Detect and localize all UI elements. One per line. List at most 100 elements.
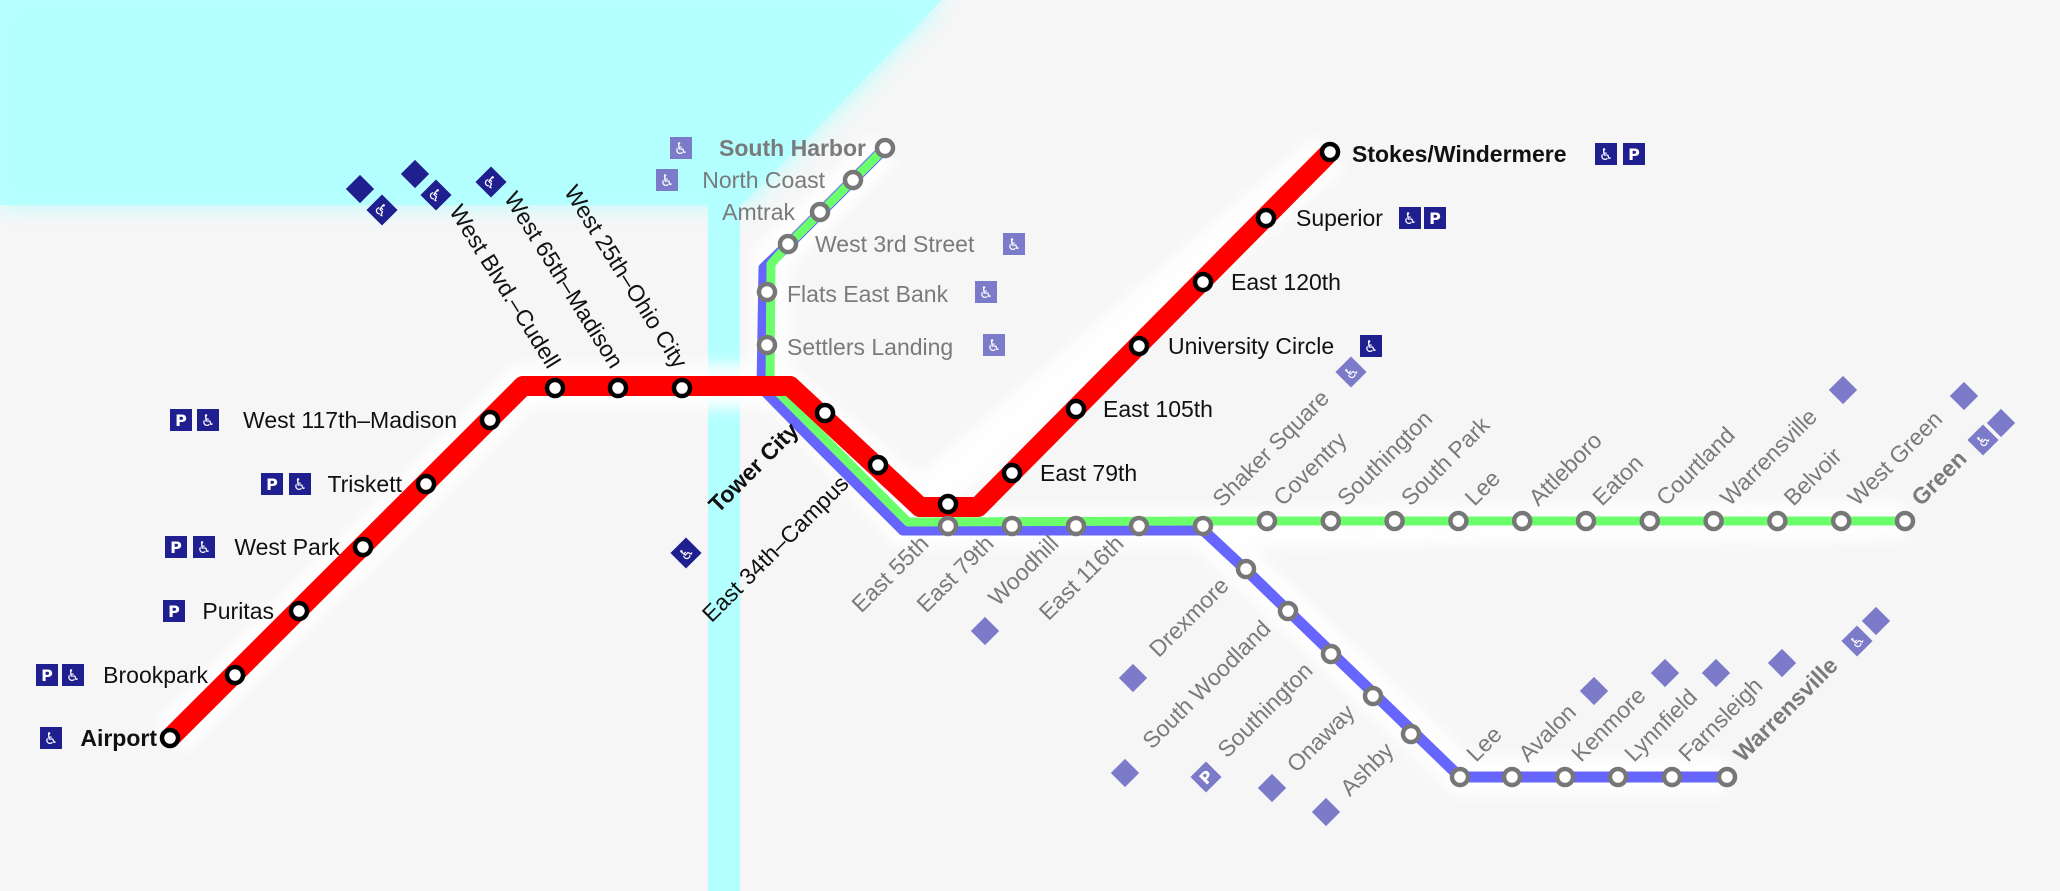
station-marker-farnsleigh[interactable] <box>1661 766 1683 788</box>
station-marker-flats-east-bank[interactable] <box>756 281 778 303</box>
station-label-university-circle: University Circle <box>1168 333 1334 359</box>
station-marker-west-3rd-street[interactable] <box>777 233 799 255</box>
station-marker-warrensville[interactable] <box>1703 510 1724 532</box>
station-marker-courtland[interactable] <box>1639 510 1661 532</box>
station-marker-avalon[interactable] <box>1501 766 1523 788</box>
station-marker-west-117th-madison[interactable] <box>479 409 501 431</box>
station-marker-south-woodland[interactable] <box>1277 600 1299 622</box>
svg-text:♿: ♿ <box>1007 235 1021 254</box>
station-marker-south-park[interactable] <box>1384 510 1405 532</box>
station-marker-triskett[interactable] <box>415 473 437 495</box>
svg-text:P: P <box>168 602 180 621</box>
parking-icon: P <box>170 409 192 431</box>
svg-text:♿: ♿ <box>293 475 307 494</box>
svg-text:P: P <box>175 411 187 430</box>
station-marker-amtrak[interactable] <box>809 201 831 223</box>
svg-text:♿: ♿ <box>660 171 674 190</box>
diamond-icon <box>1767 648 1797 678</box>
station-marker-warrensville[interactable] <box>1716 766 1738 788</box>
station-label-east-120th: East 120th <box>1231 269 1341 295</box>
station-marker-west-park[interactable] <box>352 536 374 558</box>
station-marker-east-55th[interactable] <box>937 515 959 537</box>
station-marker-east-55th[interactable] <box>937 493 959 515</box>
station-marker-eaton[interactable] <box>1575 510 1597 532</box>
station-marker-east-34th-campus[interactable] <box>867 454 889 476</box>
station-marker-south-harbor[interactable] <box>874 137 896 159</box>
svg-text:♿: ♿ <box>979 283 993 302</box>
station-marker-attleboro[interactable] <box>1511 510 1533 532</box>
svg-text:♿: ♿ <box>1364 337 1378 356</box>
station-marker-drexmore[interactable] <box>1235 558 1257 580</box>
svg-text:P: P <box>1429 209 1441 228</box>
lake-shore <box>0 0 942 205</box>
station-marker-east-105th[interactable] <box>1065 398 1087 420</box>
station-marker-belvoir[interactable] <box>1767 510 1788 532</box>
parking-icon: P <box>163 600 185 622</box>
station-label-stokes-windermere: Stokes/Windermere <box>1352 141 1567 167</box>
station-marker-lee[interactable] <box>1448 510 1469 532</box>
station-marker-ashby[interactable] <box>1400 723 1422 745</box>
diamond-icon <box>1257 773 1287 803</box>
wheelchair-icon: ♿ <box>197 409 219 431</box>
svg-text:♿: ♿ <box>987 336 1001 355</box>
wheelchair-icon: ♿ <box>40 727 62 749</box>
svg-text:♿: ♿ <box>197 538 211 557</box>
station-marker-lynnfield[interactable] <box>1607 766 1629 788</box>
station-marker-southington[interactable] <box>1320 643 1342 665</box>
station-label-flats-east-bank: Flats East Bank <box>787 281 949 307</box>
svg-text:P: P <box>1628 145 1640 164</box>
station-label-east-79th: East 79th <box>1040 460 1137 486</box>
station-marker-lee[interactable] <box>1449 766 1471 788</box>
station-marker-east-120th[interactable] <box>1192 271 1214 293</box>
diamond-icon <box>1579 676 1609 706</box>
wheelchair-icon: ♿ <box>62 664 84 686</box>
station-marker-airport[interactable] <box>159 727 181 749</box>
station-marker-tower-city[interactable] <box>814 402 836 424</box>
station-marker-north-coast[interactable] <box>842 169 864 191</box>
diamond-icon <box>1118 663 1148 693</box>
svg-text:♿: ♿ <box>1599 145 1613 164</box>
diamond-icon <box>970 616 1000 646</box>
svg-text:♿: ♿ <box>1403 209 1417 228</box>
station-marker-woodhill[interactable] <box>1065 515 1087 537</box>
station-marker-west-25th-ohio-city[interactable] <box>671 377 693 399</box>
svg-text:♿: ♿ <box>44 729 58 748</box>
station-marker-southington[interactable] <box>1320 510 1342 532</box>
station-marker-onaway[interactable] <box>1362 685 1384 707</box>
station-marker-shaker-square[interactable] <box>1192 515 1214 537</box>
wheelchair-icon: ♿ <box>193 536 215 558</box>
svg-text:♿: ♿ <box>674 139 688 158</box>
wheelchair-icon: ♿ <box>289 473 311 495</box>
station-marker-east-79th[interactable] <box>1001 515 1023 537</box>
station-label-settlers-landing: Settlers Landing <box>787 334 953 360</box>
svg-text:♿: ♿ <box>66 666 80 685</box>
station-label-north-coast: North Coast <box>702 167 825 193</box>
svg-text:P: P <box>266 475 278 494</box>
diamond-icon <box>1949 381 1979 411</box>
station-marker-east-79th[interactable] <box>1001 462 1023 484</box>
wheelchair-icon: ♿ <box>670 137 692 159</box>
station-marker-puritas[interactable] <box>288 600 310 622</box>
station-marker-brookpark[interactable] <box>224 664 246 686</box>
station-marker-coventry[interactable] <box>1256 510 1278 532</box>
station-marker-east-116th[interactable] <box>1128 515 1150 537</box>
station-marker-west-65th-madison[interactable] <box>607 377 629 399</box>
svg-text:P: P <box>41 666 53 685</box>
wheelchair-icon: ♿ <box>1003 233 1025 255</box>
diamond-icon <box>1650 658 1680 688</box>
station-marker-stokes-windermere[interactable] <box>1319 141 1341 163</box>
station-marker-settlers-landing[interactable] <box>756 334 778 356</box>
station-label-west-park: West Park <box>234 534 340 560</box>
station-marker-superior[interactable] <box>1255 207 1277 229</box>
svg-text:P: P <box>170 538 182 557</box>
station-marker-west-blvd-cudell[interactable] <box>544 377 566 399</box>
parking-icon: P <box>1424 207 1446 229</box>
station-marker-west-green[interactable] <box>1830 510 1852 532</box>
station-marker-university-circle[interactable] <box>1128 335 1150 357</box>
diamond-icon <box>1311 797 1341 827</box>
wheelchair-icon: ♿ <box>420 179 452 211</box>
station-marker-green[interactable] <box>1894 510 1916 532</box>
diamond-icon <box>1110 758 1140 788</box>
station-marker-kenmore[interactable] <box>1554 766 1576 788</box>
